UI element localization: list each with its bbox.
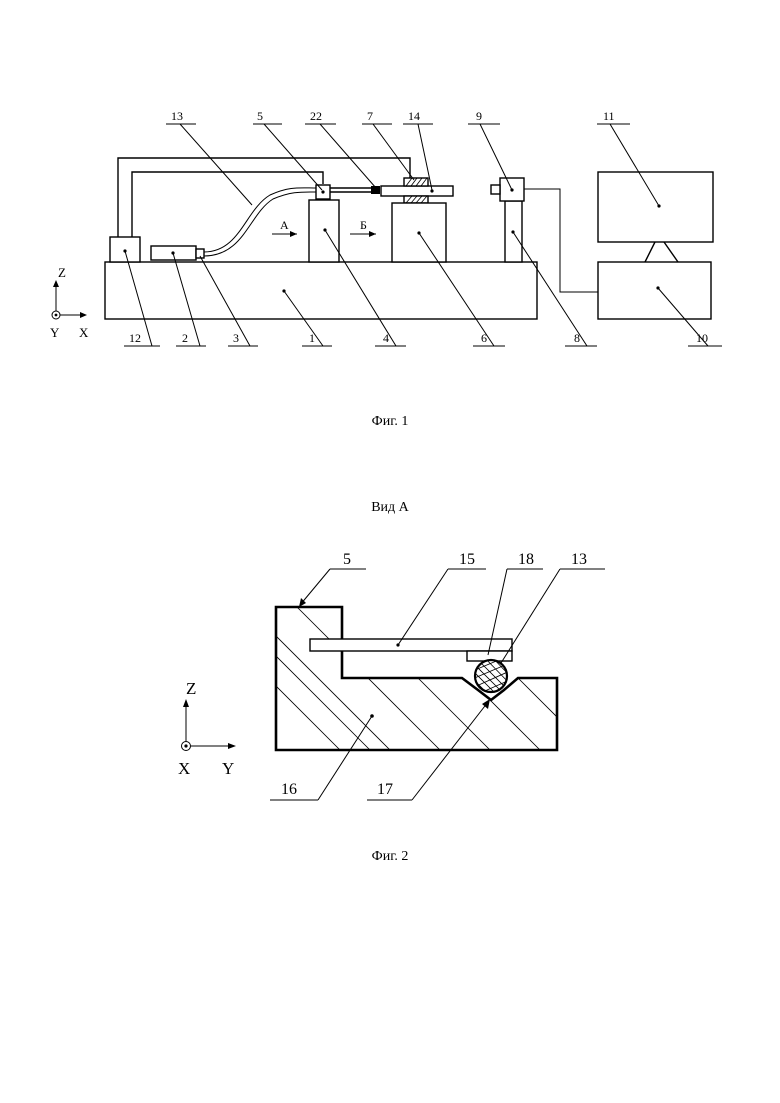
label-12: 12 [129, 331, 141, 345]
axes-fig1: Z Y X [50, 265, 89, 340]
axis-y-label: Y [50, 325, 60, 340]
figure-1: А Б Z Y X [50, 109, 722, 429]
fig2-label-15: 15 [459, 551, 475, 568]
base-1 [105, 262, 537, 319]
fiber-13-inner [204, 192, 317, 256]
label-3: 3 [233, 331, 239, 345]
monitor-11 [598, 172, 713, 242]
axis-z-label: Z [58, 265, 66, 280]
label-7: 7 [367, 109, 373, 123]
fig2-axis-y-label: Y [222, 759, 234, 778]
arrow-b: Б [350, 218, 376, 237]
figure-2: Z X Y 5 15 18 13 16 17 [150, 551, 700, 864]
fig2-label-18: 18 [518, 551, 534, 568]
label-10: 10 [696, 331, 708, 345]
label-22: 22 [310, 109, 322, 123]
arrow-b-label: Б [360, 218, 367, 232]
label-5: 5 [257, 109, 263, 123]
label-11: 11 [603, 109, 615, 123]
element-14 [381, 186, 453, 196]
monitor-stand [645, 242, 678, 262]
arrow-a-label: А [280, 218, 289, 232]
fig2-label-5: 5 [343, 551, 351, 568]
axis-x-label: X [79, 325, 89, 340]
fiber-13 [204, 188, 317, 252]
computer-10 [598, 262, 711, 319]
label-9: 9 [476, 109, 482, 123]
label-14: 14 [408, 109, 420, 123]
fig2-axis-z-label: Z [186, 679, 196, 698]
label-2: 2 [182, 331, 188, 345]
unit-5-dot [321, 190, 324, 193]
fiber-22 [330, 188, 372, 192]
axes-fig2: Z X Y [178, 679, 236, 778]
plate-15 [310, 639, 512, 651]
view-a-title: Вид А [371, 500, 409, 515]
figure-1-caption: Фиг. 1 [372, 414, 409, 429]
leaders-fig2: 5 15 18 13 16 17 [270, 551, 605, 800]
fig2-label-17: 17 [377, 781, 393, 798]
label-6: 6 [481, 331, 487, 345]
arrow-a: А [272, 218, 297, 237]
sensor-9-lens [491, 185, 500, 194]
figure-2-caption: Фиг. 2 [372, 849, 409, 864]
fig2-axis-x-label: X [178, 759, 190, 778]
wire-12-5-inner [132, 172, 323, 237]
fig2-label-13: 13 [571, 551, 587, 568]
fig2-label-16: 16 [281, 781, 297, 798]
body-16-hatching [150, 560, 700, 760]
label-13: 13 [171, 109, 183, 123]
